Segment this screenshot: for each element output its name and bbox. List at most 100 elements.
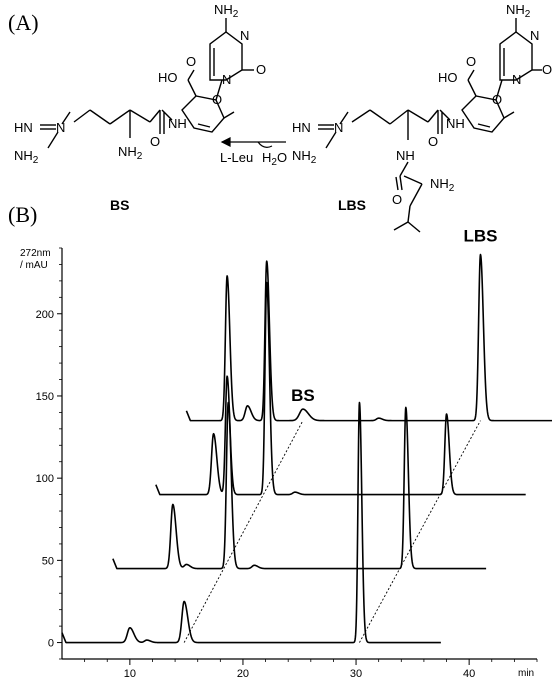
y-axis-title-line-2: / mAU bbox=[20, 260, 48, 271]
compound-label-lbs: LBS bbox=[338, 197, 366, 213]
bond bbox=[393, 221, 409, 231]
bond bbox=[129, 109, 151, 123]
bond bbox=[339, 111, 349, 125]
atom-label-o: O bbox=[466, 54, 476, 69]
bond bbox=[223, 111, 235, 119]
bond bbox=[209, 31, 243, 81]
atom-label-o: O bbox=[256, 62, 266, 77]
y-tick-label: 100 bbox=[36, 473, 54, 485]
atom-label-nh2: NH2 bbox=[214, 2, 239, 20]
chromatogram-trace-3 bbox=[155, 281, 527, 496]
x-tick-label: 30 bbox=[350, 668, 362, 680]
atom-label-n: N bbox=[240, 28, 249, 43]
chromatogram-traces bbox=[61, 253, 553, 644]
atom-label-o: O bbox=[212, 92, 222, 107]
atom-label-n: N bbox=[530, 28, 539, 43]
atom-label-nh2: NH2 bbox=[430, 176, 455, 194]
atom-label-ho: HO bbox=[158, 70, 178, 85]
compound-label-bs: BS bbox=[110, 197, 129, 213]
atom-label-nh2: NH2 bbox=[292, 148, 317, 166]
bond bbox=[427, 109, 439, 123]
panel-label-a: (A) bbox=[8, 10, 39, 35]
arrow-head bbox=[220, 137, 231, 147]
water-label: H2O bbox=[262, 150, 287, 168]
bond bbox=[503, 111, 515, 119]
bond bbox=[477, 123, 491, 128]
bond bbox=[89, 109, 111, 125]
y-tick-label: 200 bbox=[36, 309, 54, 321]
bond bbox=[439, 109, 451, 121]
bond bbox=[495, 79, 503, 101]
dotted-guide-line bbox=[359, 420, 481, 643]
bond bbox=[403, 175, 423, 185]
bond bbox=[467, 79, 477, 97]
bond bbox=[187, 79, 197, 97]
x-axis-title: min bbox=[518, 668, 534, 679]
bond bbox=[399, 175, 403, 191]
guide-lines bbox=[183, 420, 481, 643]
bond bbox=[149, 109, 161, 123]
peak-annotation-bs: BS bbox=[291, 386, 315, 405]
atom-label-o: O bbox=[392, 192, 402, 207]
y-tick-label: 150 bbox=[36, 391, 54, 403]
bond bbox=[187, 69, 195, 81]
x-tick-label: 40 bbox=[463, 668, 475, 680]
bond bbox=[407, 221, 421, 233]
atom-label-nh: NH bbox=[446, 116, 465, 131]
atom-label-o: O bbox=[150, 134, 160, 149]
x-tick-label: 20 bbox=[237, 668, 249, 680]
bond bbox=[369, 109, 391, 125]
atom-label-nh: NH bbox=[168, 116, 187, 131]
lbs-atom-labels: HN NH2 N NH O NH HO O O NH2 N N O O NH2 bbox=[292, 2, 552, 207]
bond bbox=[47, 131, 59, 149]
atom-label-ho: HO bbox=[438, 70, 458, 85]
y-tick-label: 50 bbox=[42, 555, 54, 567]
axes: 0 50 100 150 200 10 20 30 40 bbox=[36, 247, 538, 680]
bond bbox=[407, 205, 411, 223]
bond bbox=[61, 111, 71, 125]
bond bbox=[351, 109, 371, 123]
atom-label-nh2: NH2 bbox=[14, 148, 39, 166]
reagent-label: L-Leu bbox=[220, 150, 253, 165]
chromatogram-trace-2 bbox=[112, 401, 487, 570]
lbs-structure bbox=[318, 18, 542, 233]
bond bbox=[215, 79, 223, 101]
chromatogram-trace-1 bbox=[61, 401, 442, 644]
atom-label-nh2: NH2 bbox=[506, 2, 531, 20]
arrow-curve bbox=[257, 141, 273, 148]
bs-structure bbox=[40, 18, 254, 149]
panel-label-b: (B) bbox=[8, 202, 37, 227]
atom-label-nh: NH bbox=[396, 148, 415, 163]
bond bbox=[499, 31, 533, 81]
bond bbox=[197, 123, 211, 128]
bond bbox=[161, 109, 173, 121]
atom-label-n: N bbox=[56, 120, 65, 135]
atom-label-o: O bbox=[492, 92, 502, 107]
bond bbox=[109, 109, 131, 125]
bond bbox=[325, 131, 337, 149]
chromatogram-trace-4 bbox=[185, 253, 553, 422]
bond bbox=[467, 69, 475, 81]
y-axis-title-line-1: 272nm bbox=[20, 248, 51, 259]
x-tick-label: 10 bbox=[124, 668, 136, 680]
bond bbox=[409, 183, 423, 207]
bond bbox=[407, 109, 429, 123]
bs-atom-labels: HN NH2 N NH2 O NH HO O O NH2 N N O bbox=[14, 2, 266, 166]
atom-label-nh2: NH2 bbox=[118, 144, 143, 162]
atom-label-hn: HN bbox=[292, 120, 311, 135]
bond bbox=[389, 109, 409, 125]
bond bbox=[399, 161, 409, 177]
atom-label-hn: HN bbox=[14, 120, 33, 135]
atom-label-o: O bbox=[542, 62, 552, 77]
atom-label-n: N bbox=[222, 72, 231, 87]
bond bbox=[395, 176, 399, 191]
y-tick-label: 0 bbox=[48, 638, 54, 650]
reaction-arrow bbox=[220, 137, 286, 148]
atom-label-n: N bbox=[334, 120, 343, 135]
atom-label-o: O bbox=[186, 54, 196, 69]
atom-label-n: N bbox=[512, 72, 521, 87]
dotted-guide-line bbox=[183, 420, 304, 643]
bond bbox=[73, 109, 91, 123]
